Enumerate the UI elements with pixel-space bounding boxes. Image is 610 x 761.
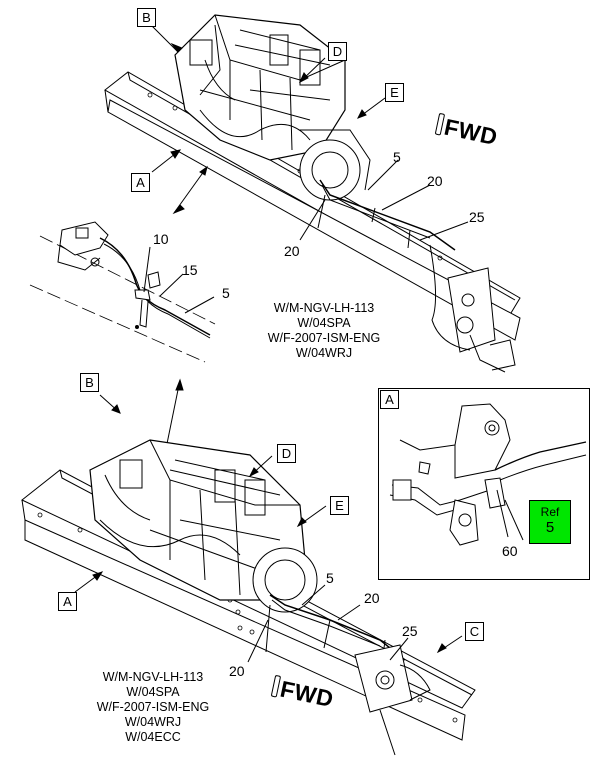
part-number-15: 15 [182, 262, 198, 278]
lower-engine-assembly [21, 439, 476, 756]
upper-engine-assembly [104, 14, 521, 373]
note-line: W/M-NGV-LH-113 [102, 670, 204, 684]
part-number-10: 10 [153, 231, 169, 247]
note-line: W/04SPA [126, 685, 180, 699]
part-number-25-upper: 25 [469, 209, 485, 225]
note-line: W/04WRJ [295, 346, 353, 360]
note-line: W/M-NGV-LH-113 [273, 301, 375, 315]
part-number-5-lower: 5 [326, 570, 334, 586]
callout-c-lower: C [465, 622, 484, 641]
callout-b-lower: B [80, 373, 99, 392]
ref-badge: Ref 5 [529, 500, 571, 544]
upper-leaders [151, 25, 469, 241]
callout-d-upper: D [328, 42, 347, 61]
lower-leaders [74, 455, 463, 663]
applicability-note-lower: W/M-NGV-LH-113 W/04SPA W/F-2007-ISM-ENG … [85, 670, 221, 745]
note-line: W/F-2007-ISM-ENG [267, 331, 381, 345]
ref-label: Ref [540, 505, 560, 519]
part-number-20-upper: 20 [427, 173, 443, 189]
part-number-20-lower-b: 20 [229, 663, 245, 679]
part-number-5-middle: 5 [222, 285, 230, 301]
part-number-5-upper: 5 [393, 149, 401, 165]
callout-b-upper: B [137, 8, 156, 27]
note-line: W/F-2007-ISM-ENG [96, 700, 210, 714]
part-number-20-upper-b: 20 [284, 243, 300, 259]
note-line: W/04SPA [297, 316, 351, 330]
applicability-note-upper: W/M-NGV-LH-113 W/04SPA W/F-2007-ISM-ENG … [256, 301, 392, 361]
callout-d-lower: D [277, 444, 296, 463]
note-line: W/04ECC [125, 730, 181, 744]
note-line: W/04WRJ [124, 715, 182, 729]
callout-a-upper: A [131, 173, 150, 192]
callout-e-lower: E [330, 496, 349, 515]
callout-e-upper: E [385, 83, 404, 102]
ref-value: 5 [545, 519, 555, 536]
part-number-20-lower: 20 [364, 590, 380, 606]
detail-view-a [378, 388, 590, 580]
part-number-25-lower: 25 [402, 623, 418, 639]
middle-harness-view [29, 221, 216, 363]
callout-a-lower: A [58, 592, 77, 611]
part-number-60: 60 [502, 543, 518, 559]
detail-a-title: A [380, 390, 399, 409]
